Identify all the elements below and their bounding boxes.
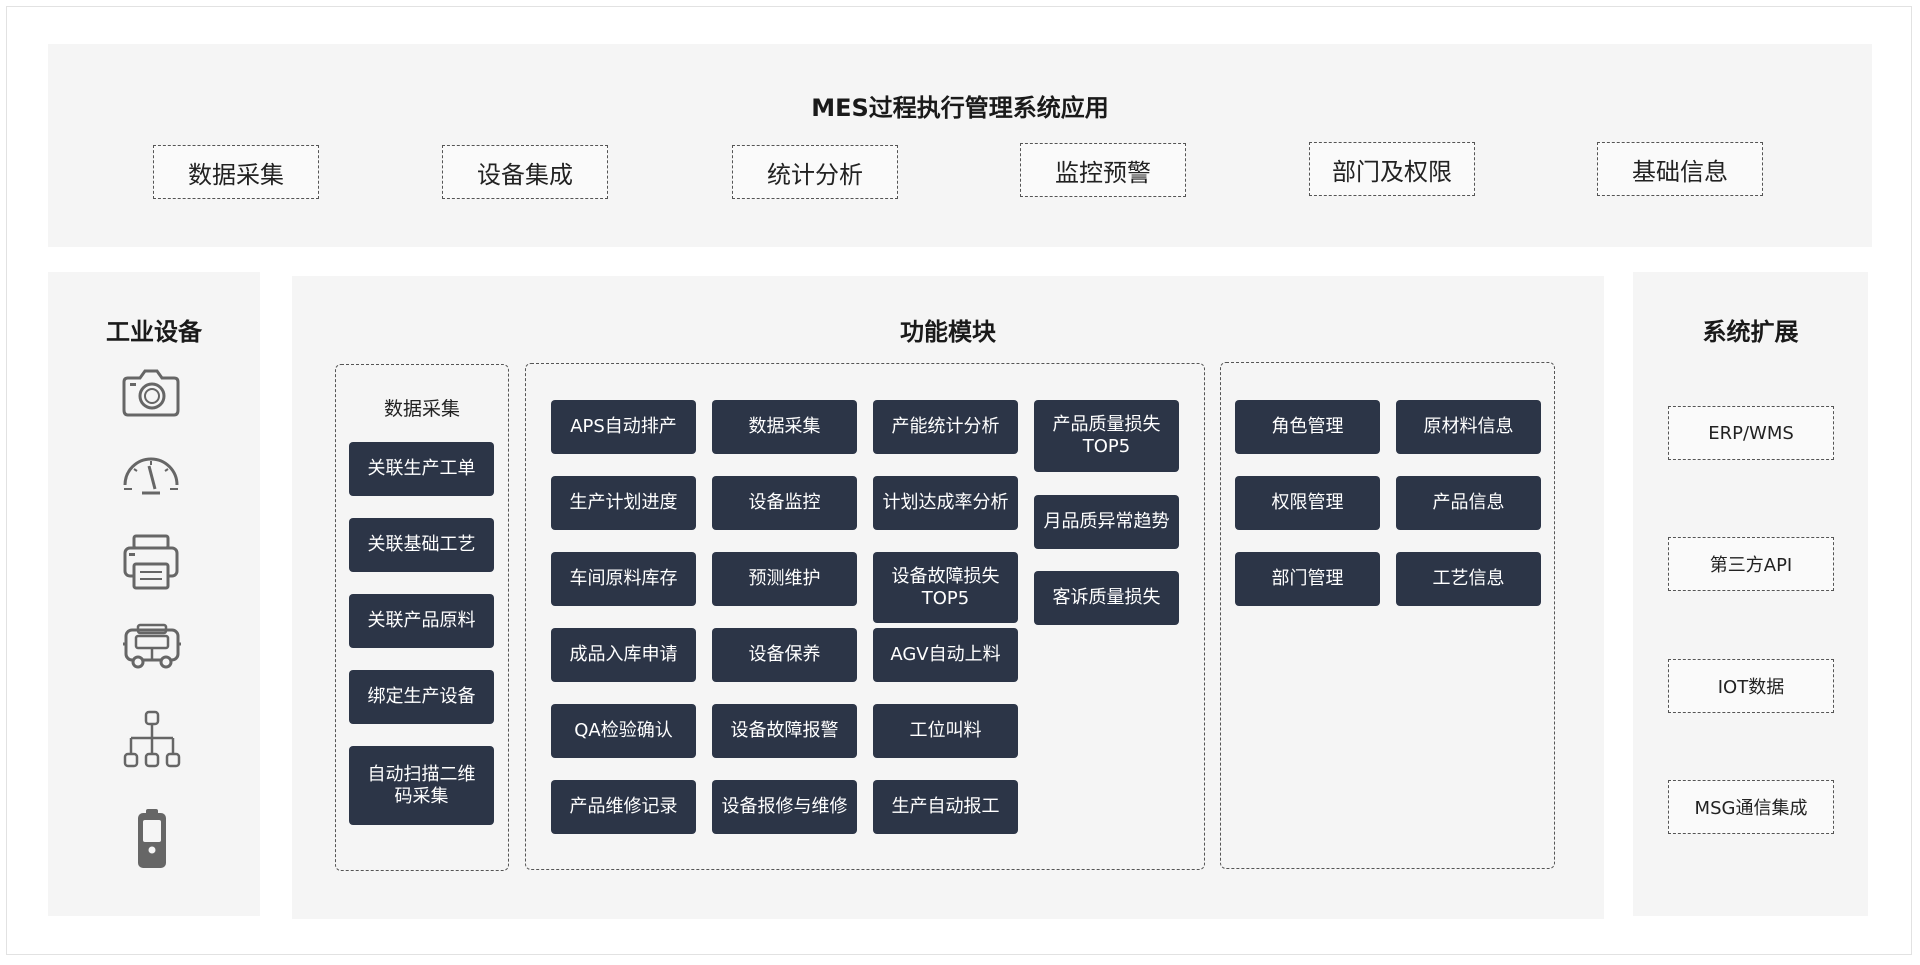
top-item-department-permission: 部门及权限 — [1309, 142, 1475, 196]
module-button[interactable]: 自动扫描二维码采集 — [349, 746, 494, 825]
production-quality-group — [525, 363, 1205, 870]
gauge-icon — [123, 457, 179, 495]
module-button[interactable]: 部门管理 — [1235, 552, 1380, 606]
module-button[interactable]: 设备故障损失TOP5 — [873, 552, 1018, 623]
module-button[interactable]: 车间原料库存 — [551, 552, 696, 606]
module-button[interactable]: 原材料信息 — [1396, 400, 1541, 454]
module-button[interactable]: 角色管理 — [1235, 400, 1380, 454]
top-item-data-collection: 数据采集 — [153, 145, 319, 199]
module-button[interactable]: 成品入库申请 — [551, 628, 696, 682]
top-item-monitoring: 监控预警 — [1020, 143, 1186, 197]
handheld-scanner-icon — [138, 809, 166, 868]
module-button[interactable]: 关联产品原料 — [349, 594, 494, 648]
camera-icon — [122, 369, 180, 417]
left-panel — [48, 272, 260, 916]
module-button[interactable]: 数据采集 — [712, 400, 857, 454]
top-title: MES过程执行管理系统应用 — [811, 94, 1109, 122]
top-item-basic-info: 基础信息 — [1597, 142, 1763, 196]
module-button[interactable]: 设备监控 — [712, 476, 857, 530]
outer-frame — [6, 6, 1912, 955]
module-button[interactable]: 产能统计分析 — [873, 400, 1018, 454]
ext-item-third-party-api: 第三方API — [1668, 537, 1834, 591]
module-button[interactable]: 工艺信息 — [1396, 552, 1541, 606]
ext-item-iot-data: IOT数据 — [1668, 659, 1834, 713]
top-item-statistics: 统计分析 — [732, 145, 898, 199]
left-title: 工业设备 — [106, 318, 202, 346]
module-button[interactable]: 客诉质量损失 — [1034, 571, 1179, 625]
module-button[interactable]: 绑定生产设备 — [349, 670, 494, 724]
module-button[interactable]: APS自动排产 — [551, 400, 696, 454]
data-collection-group-label: 数据采集 — [383, 398, 460, 420]
module-button[interactable]: 生产计划进度 — [551, 476, 696, 530]
top-item-device-integration: 设备集成 — [442, 145, 608, 199]
module-button[interactable]: 产品质量损失TOP5 — [1034, 400, 1179, 472]
module-button[interactable]: 关联生产工单 — [349, 442, 494, 496]
center-title: 功能模块 — [900, 318, 996, 346]
ext-item-erp-wms: ERP/WMS — [1668, 406, 1834, 460]
module-button[interactable]: 月品质异常趋势 — [1034, 495, 1179, 549]
right-title: 系统扩展 — [1702, 318, 1799, 346]
module-button[interactable]: QA检验确认 — [551, 704, 696, 758]
network-hierarchy-icon — [123, 710, 181, 768]
module-button[interactable]: 设备故障报警 — [712, 704, 857, 758]
module-button[interactable]: AGV自动上料 — [873, 628, 1018, 682]
data-collection-group — [335, 364, 509, 871]
module-button[interactable]: 设备报修与维修 — [712, 780, 857, 834]
module-button[interactable]: 计划达成率分析 — [873, 476, 1018, 530]
agv-vehicle-icon — [123, 623, 181, 669]
printer-icon — [123, 534, 179, 590]
top-panel — [48, 44, 1872, 247]
module-button[interactable]: 生产自动报工 — [873, 780, 1018, 834]
module-button[interactable]: 工位叫料 — [873, 704, 1018, 758]
module-button[interactable]: 产品信息 — [1396, 476, 1541, 530]
module-button[interactable]: 产品维修记录 — [551, 780, 696, 834]
module-button[interactable]: 预测维护 — [712, 552, 857, 606]
module-button[interactable]: 权限管理 — [1235, 476, 1380, 530]
module-button[interactable]: 关联基础工艺 — [349, 518, 494, 572]
ext-item-msg-integration: MSG通信集成 — [1668, 780, 1834, 834]
module-button[interactable]: 设备保养 — [712, 628, 857, 682]
management-group — [1220, 362, 1555, 869]
